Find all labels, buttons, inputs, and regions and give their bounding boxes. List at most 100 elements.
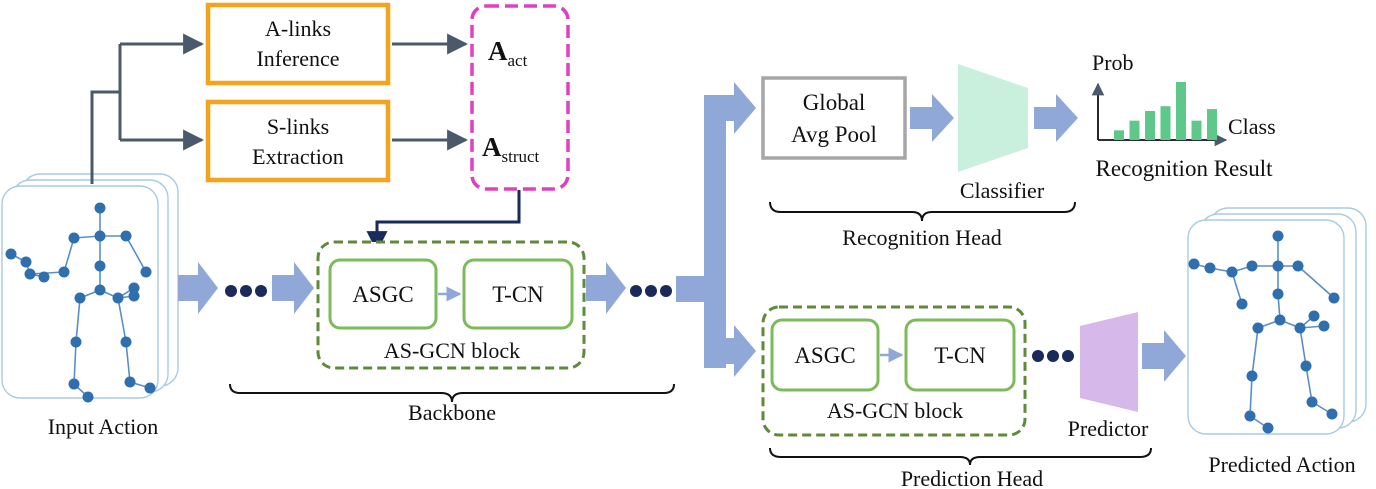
flow-arrow-predictor-to-output xyxy=(1142,330,1186,382)
skeleton-joint xyxy=(68,378,80,390)
prediction-as-gcn-block: ASGC T-CN AS-GCN block xyxy=(761,305,1027,437)
ellipsis-dots-3 xyxy=(1032,350,1074,362)
input-action-label: Input Action xyxy=(48,414,159,439)
backbone-brace xyxy=(229,383,675,403)
skeleton-joint xyxy=(120,230,132,242)
s-links-extraction-box: S-links Extraction xyxy=(205,99,391,183)
card-front xyxy=(1,185,159,399)
skeleton-joint xyxy=(1272,288,1284,300)
input-action-stack xyxy=(1,173,179,403)
predicted-action-label: Predicted Action xyxy=(1208,452,1355,477)
a-act-label: Aact xyxy=(488,36,528,70)
chart-bar xyxy=(1160,106,1171,140)
backbone-asgc-box xyxy=(328,258,438,330)
backbone-tcn-box xyxy=(462,258,574,330)
a-links-line1: A-links xyxy=(265,16,331,41)
chart-bar xyxy=(1145,111,1155,140)
a-links-inference-box: A-links Inference xyxy=(205,2,391,86)
skeleton-joint xyxy=(5,248,17,260)
skeleton-bone xyxy=(1231,271,1243,305)
s-links-line2: Extraction xyxy=(252,144,344,169)
predictor-label: Predictor xyxy=(1068,416,1149,441)
s-links-line1: S-links xyxy=(267,114,329,139)
skeleton-bone xyxy=(117,297,127,343)
prediction-asgc-box xyxy=(770,318,880,392)
skeleton-bone xyxy=(1297,265,1335,299)
global-avg-pool-box: Global Avg Pool xyxy=(761,76,907,160)
prediction-block-label: AS-GCN block xyxy=(827,398,963,423)
prediction-head-label: Prediction Head xyxy=(901,466,1043,489)
backbone-label: Backbone xyxy=(408,400,496,425)
pool-line2: Avg Pool xyxy=(791,122,877,147)
skeleton-bone xyxy=(125,341,131,383)
skeleton-joint xyxy=(24,268,36,280)
adjacency-box: Aact Astruct xyxy=(470,4,570,191)
branch-connector xyxy=(90,44,122,184)
skeleton-joint xyxy=(1300,360,1312,372)
skeleton-joint xyxy=(1328,292,1340,304)
predictor-trapezoid xyxy=(1080,312,1138,412)
skeleton-joint xyxy=(1272,230,1284,242)
adjacency-to-backbone-arrow xyxy=(366,190,521,253)
skeleton-joint xyxy=(144,382,156,394)
skeleton-bone xyxy=(1299,327,1307,367)
backbone-block-label: AS-GCN block xyxy=(384,338,520,363)
ellipsis-dots-2 xyxy=(630,285,672,297)
skeleton-joint xyxy=(112,292,124,304)
classifier-trapezoid xyxy=(958,64,1028,172)
recognition-result-chart: Prob Class xyxy=(1091,50,1276,147)
skeleton-joint xyxy=(1262,422,1274,434)
skeleton-joint xyxy=(140,266,152,278)
skeleton-bone xyxy=(73,341,77,385)
predicted-skeleton xyxy=(1188,230,1340,434)
skeleton-joint xyxy=(128,282,140,294)
skeleton-joint xyxy=(70,336,82,348)
chart-bars xyxy=(1114,82,1217,140)
flow-arrow-dots-to-backbone xyxy=(272,262,314,314)
backbone-asgc-label: ASGC xyxy=(352,282,413,307)
skeleton-joint xyxy=(1326,408,1338,420)
skeleton-joint xyxy=(124,376,136,388)
chart-bar xyxy=(1191,120,1202,140)
ellipsis-dots-1 xyxy=(225,285,267,297)
skeleton-joint xyxy=(20,256,32,268)
skeleton-joint xyxy=(68,232,80,244)
skeleton-joint xyxy=(94,202,106,214)
skeleton-joint xyxy=(1306,396,1318,408)
a-struct-label: Astruct xyxy=(482,132,540,166)
recognition-result-label: Recognition Result xyxy=(1096,156,1274,181)
pool-line1: Global xyxy=(803,90,866,115)
skeleton-joint xyxy=(128,290,140,302)
prediction-head-brace xyxy=(769,447,1152,466)
prediction-tcn-box xyxy=(904,318,1016,392)
recognition-head-label: Recognition Head xyxy=(842,225,1001,250)
skeleton-bone xyxy=(63,237,75,273)
input-skeleton xyxy=(5,202,156,403)
skeleton-bone xyxy=(1305,365,1313,403)
skeleton-joint xyxy=(94,260,106,272)
prediction-tcn-label: T-CN xyxy=(934,343,986,368)
skeleton-joint xyxy=(1188,258,1200,270)
skeleton-bone xyxy=(75,297,81,343)
skeleton-joint xyxy=(82,391,94,403)
skeleton-joint xyxy=(94,284,106,296)
skeleton-bone xyxy=(1251,327,1259,377)
backbone-as-gcn-block: ASGC T-CN AS-GCN block xyxy=(316,240,586,370)
skeleton-joint xyxy=(1246,370,1258,382)
flow-arrow-classifier-to-result xyxy=(1034,94,1078,142)
chart-bar xyxy=(1176,82,1186,140)
skeleton-joint xyxy=(1292,260,1304,272)
chart-y-label: Prob xyxy=(1092,50,1134,75)
skeleton-joint xyxy=(1244,410,1256,422)
chart-bar xyxy=(1129,120,1140,140)
skeleton-joint xyxy=(1204,262,1216,274)
chart-x-label: Class xyxy=(1228,114,1276,139)
chart-bar xyxy=(1207,109,1217,140)
skeleton-joint xyxy=(1236,298,1248,310)
flow-arrow-input-to-dots xyxy=(178,262,218,314)
skeleton-bone xyxy=(125,235,147,273)
a-links-line2: Inference xyxy=(256,46,339,71)
skeleton-joint xyxy=(1294,322,1306,334)
